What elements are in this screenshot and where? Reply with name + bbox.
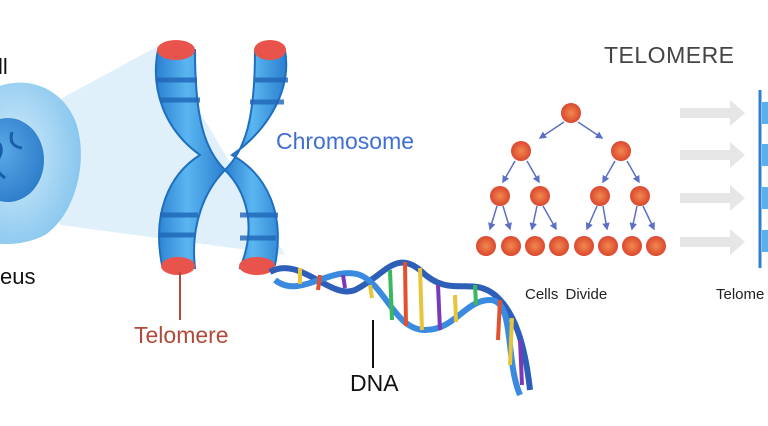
grey-arrow: [680, 142, 745, 168]
division-cell: [630, 186, 650, 206]
division-cell: [476, 236, 496, 256]
grey-arrow: [680, 185, 745, 211]
dna-strand-b: [273, 270, 523, 397]
cells-divide-label: Cells Divide: [525, 286, 608, 303]
division-cell: [525, 236, 545, 256]
division-cell: [549, 236, 569, 256]
division-cell: [574, 236, 594, 256]
division-cell: [530, 186, 550, 206]
dna-base-pairs: [298, 261, 524, 386]
telomere-label: Telomere: [134, 322, 229, 348]
division-cell: [590, 186, 610, 206]
diagram-title: TELOMERE: [604, 42, 735, 68]
zoom-cone: [40, 45, 285, 255]
nucleus-label: eus: [0, 264, 36, 289]
telomere-bar: [762, 102, 768, 124]
dna-label: DNA: [350, 370, 399, 396]
chromosome: [154, 40, 288, 320]
nucleus-chromatin: [0, 131, 23, 180]
cell-division-tree: [476, 103, 666, 256]
progression-arrows: [680, 100, 745, 255]
telomere-bars: [758, 90, 768, 268]
division-arrows: [488, 121, 655, 231]
division-cell: [511, 141, 531, 161]
division-cell: [501, 236, 521, 256]
dna-helix: [268, 259, 533, 397]
telomere-bar: [762, 187, 768, 209]
telomere-caps: [157, 40, 286, 275]
cell: [0, 82, 81, 245]
cell-label: ll: [0, 54, 8, 79]
telomere-bar: [762, 230, 768, 252]
chromosome-label: Chromosome: [276, 128, 415, 154]
division-cell: [598, 236, 618, 256]
division-cell: [611, 141, 631, 161]
grey-arrow: [680, 229, 745, 255]
division-cell: [646, 236, 666, 256]
telomere-shortening-label: Telome: [716, 286, 765, 303]
grey-arrow: [680, 100, 745, 126]
telomere-bar: [762, 144, 768, 166]
division-cell: [490, 186, 510, 206]
division-cell: [561, 103, 581, 123]
division-cells: [476, 103, 666, 256]
division-cell: [622, 236, 642, 256]
chromosome-bands: [156, 77, 288, 241]
